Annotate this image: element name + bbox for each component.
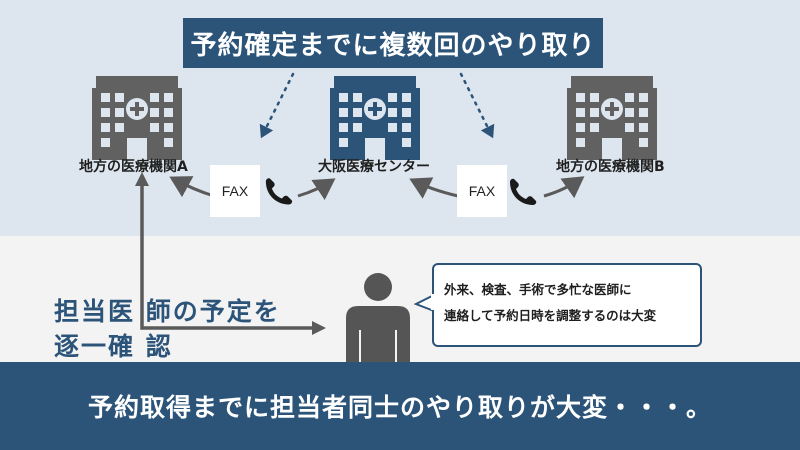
hospital-a-label: 地方の医療機関A	[79, 159, 188, 175]
l-arrow-to-hospital-a	[140, 182, 318, 330]
person-icon	[346, 273, 410, 362]
fax-arrow-right-to-center	[409, 177, 459, 199]
diagram-title: 予約確定までに複数回のやり取り	[183, 18, 603, 68]
side-text-line-1: 担当医 師の予定を	[54, 297, 281, 326]
fax-box-left: FAX	[210, 165, 260, 217]
bubble-line-1: 外来、検査、手術で多忙な医師に	[444, 282, 632, 297]
phone-icon-right	[510, 178, 537, 205]
dotted-arrow-right	[459, 72, 495, 139]
phone-icon-left	[265, 178, 293, 205]
footer-background	[0, 362, 800, 450]
speech-bubble: 外来、検査、手術で多忙な医師に 連絡して予約日時を調整するのは大変	[432, 263, 702, 347]
bubble-tail	[413, 294, 435, 312]
building-icon-left	[92, 76, 182, 160]
building-icon-right	[567, 76, 657, 160]
l-arrow-head-right	[312, 321, 326, 335]
bubble-line-2: 連絡して予約日時を調整するのは大変	[444, 308, 657, 323]
dotted-arrow-left	[259, 72, 295, 139]
phone-arrow-right-to-b	[543, 176, 585, 199]
bubble-tail-cover	[431, 294, 435, 310]
phone-arrow-left-to-center	[297, 178, 336, 200]
fax-box-right: FAX	[457, 165, 507, 217]
hospital-b-label: 地方の医療機関B	[556, 159, 665, 175]
building-icon-center	[330, 76, 420, 160]
osaka-center-label: 大阪医療センター	[318, 159, 430, 175]
side-text-line-2: 逐一確 認	[54, 332, 173, 361]
footer-message: 予約取得までに担当者同士のやり取りが大変・・・。	[87, 393, 712, 422]
fax-arrow-left-to-a	[169, 176, 215, 198]
l-arrow-head-up	[135, 172, 149, 186]
